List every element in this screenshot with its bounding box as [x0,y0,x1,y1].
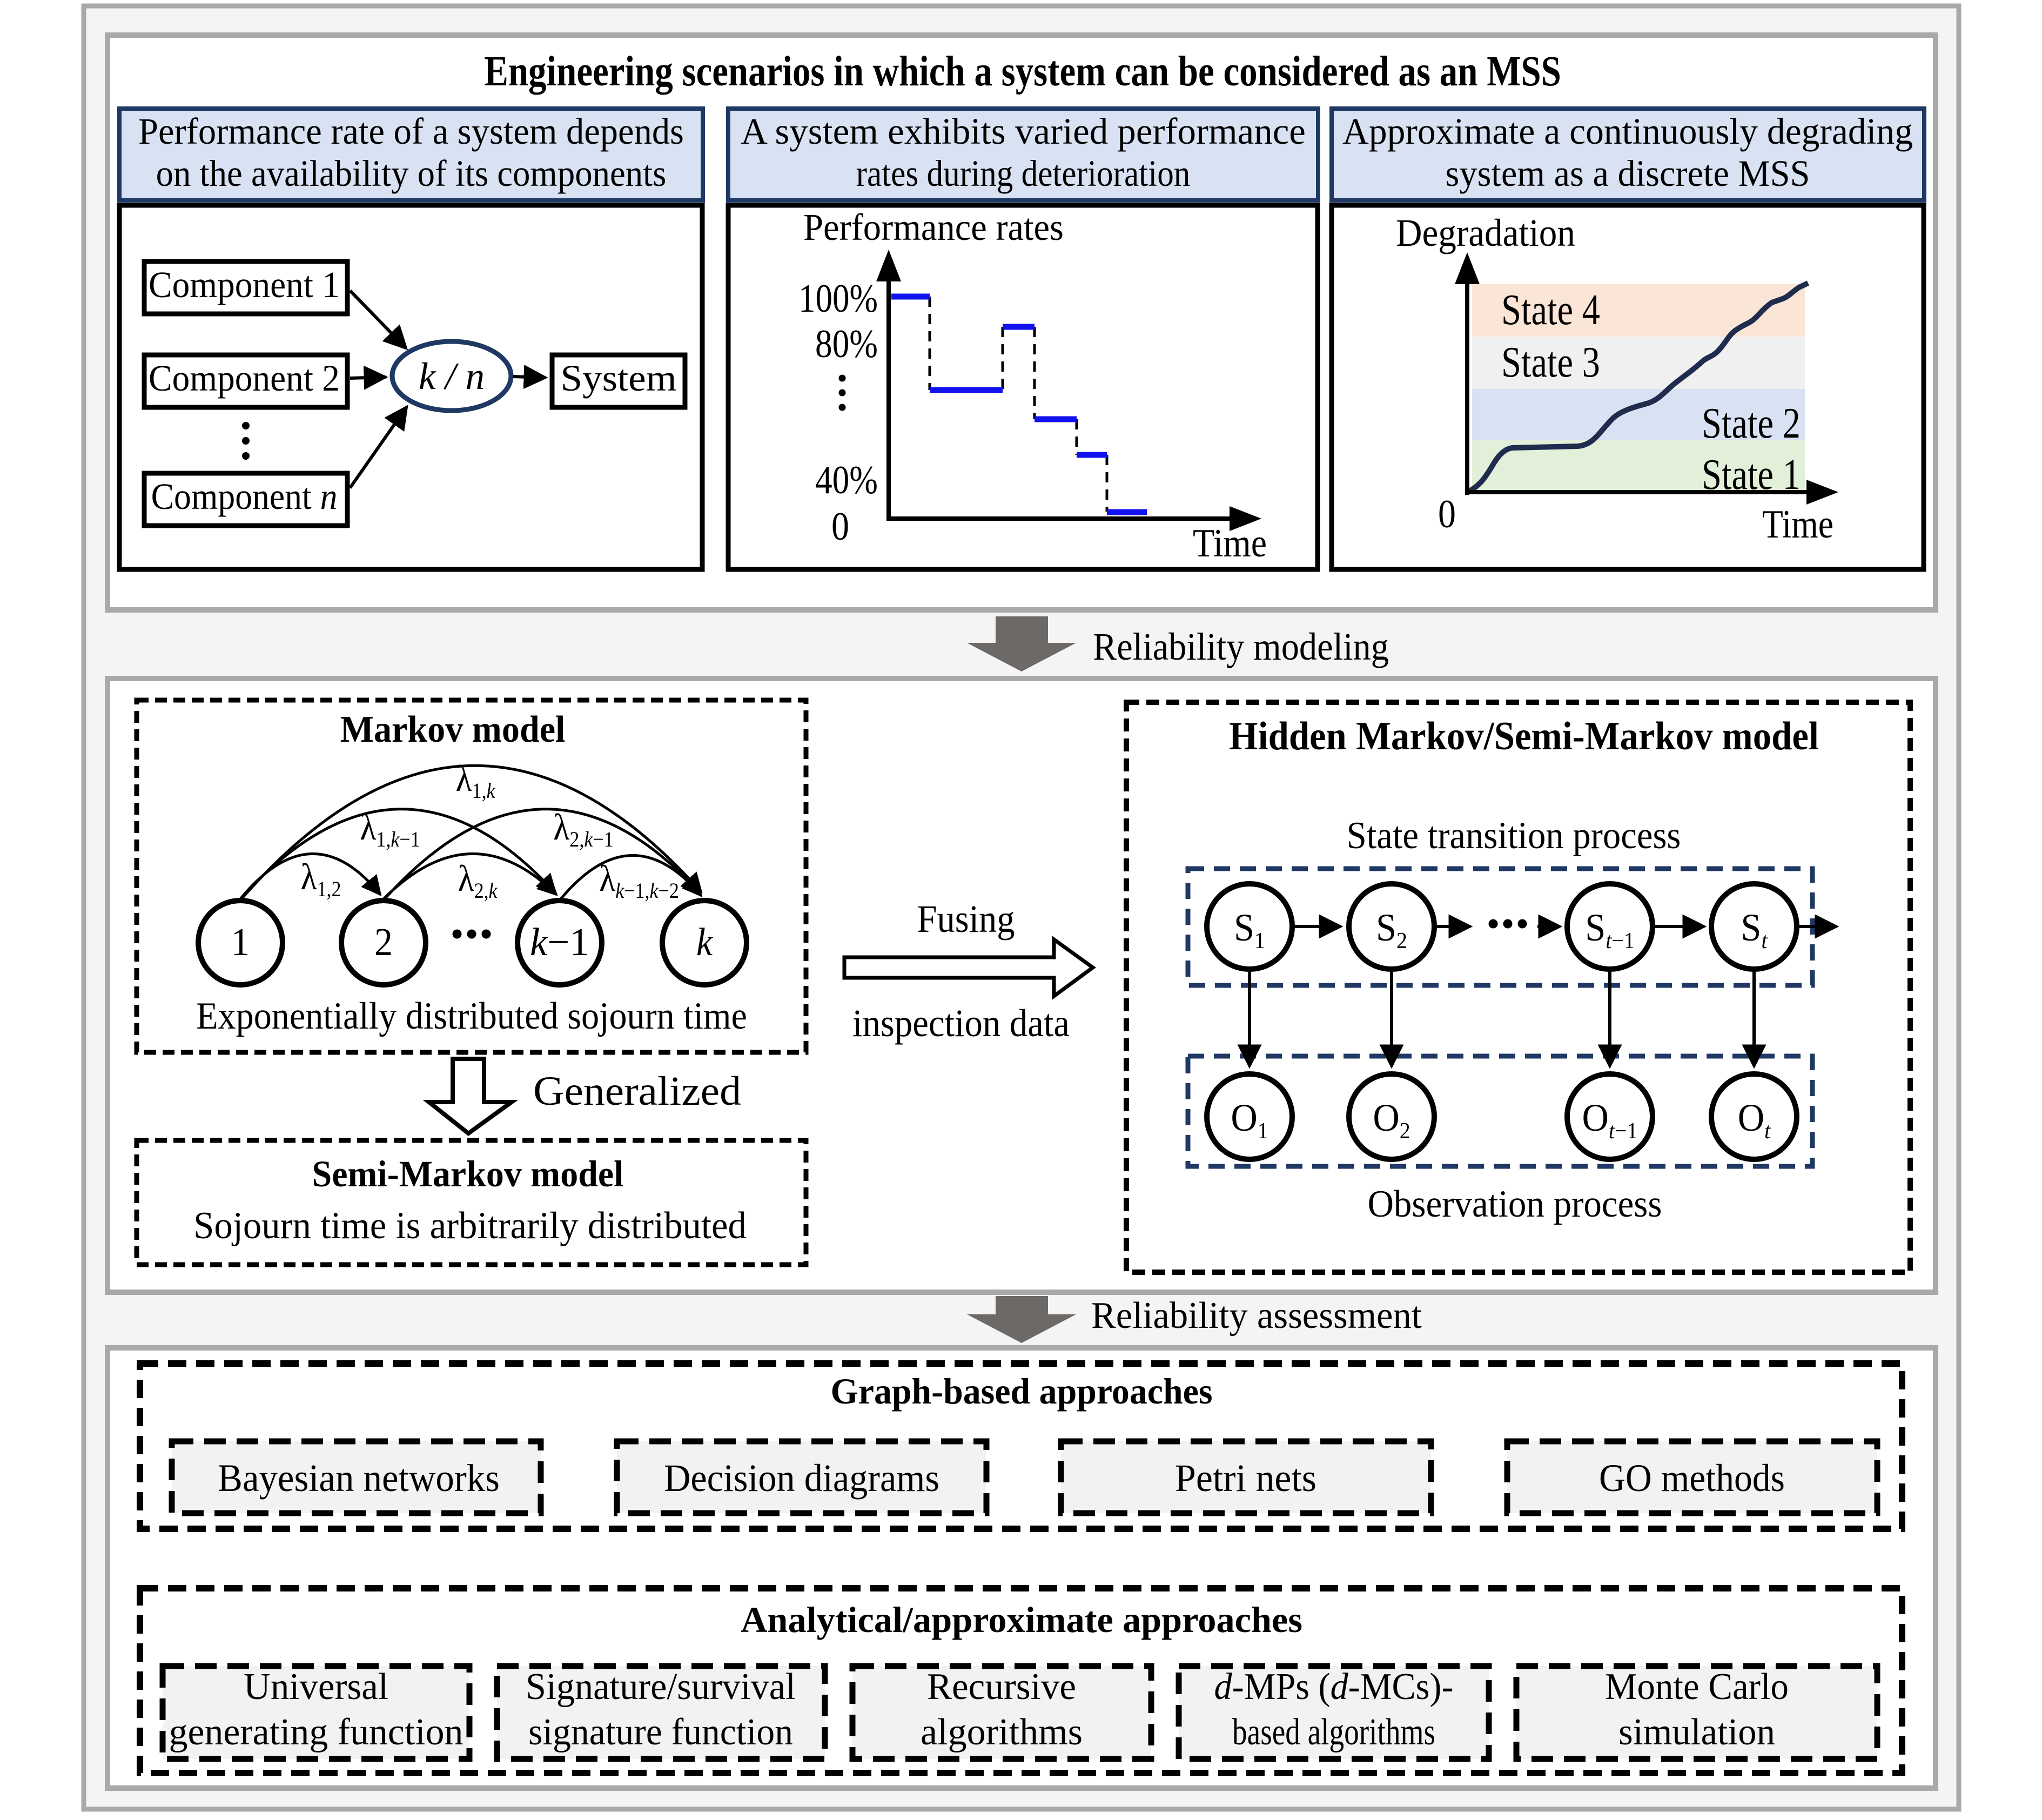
svg-text:inspection data: inspection data [852,1002,1070,1045]
svg-text:State 2: State 2 [1702,399,1801,447]
svg-text:Monte Carlo: Monte Carlo [1605,1665,1789,1708]
svg-text:Component 1: Component 1 [149,264,340,305]
svg-text:Petri nets: Petri nets [1175,1457,1316,1500]
svg-text:simulation: simulation [1618,1710,1775,1752]
svg-text:algorithms: algorithms [921,1711,1083,1753]
svg-text:A system exhibits varied perfo: A system exhibits varied performance [741,111,1306,152]
svg-text:Engineering scenarios in which: Engineering scenarios in which a system … [484,48,1561,95]
svg-text:Markov model: Markov model [340,708,566,750]
svg-text:Generalized: Generalized [533,1069,741,1114]
svg-text:Observation process: Observation process [1368,1183,1662,1225]
svg-text:0: 0 [1438,493,1456,536]
svg-text:O2: O2 [1373,1096,1410,1143]
svg-text:based algorithms: based algorithms [1232,1711,1435,1753]
svg-text:Reliability assessment: Reliability assessment [1091,1294,1422,1336]
svg-text:Universal: Universal [244,1666,388,1708]
svg-text:Semi-Markov model: Semi-Markov model [312,1153,624,1195]
svg-text:System: System [561,358,677,399]
svg-text:k−1: k−1 [530,920,589,964]
svg-text:40%: 40% [815,458,878,502]
svg-text:Component 2: Component 2 [149,357,340,399]
svg-text:Approximate a continuously deg: Approximate a continuously degrading [1342,110,1913,152]
svg-text:State 3: State 3 [1501,338,1600,386]
svg-text:Analytical/approximate approac: Analytical/approximate approaches [741,1599,1302,1640]
svg-text:k / n: k / n [419,355,485,398]
svg-text:Reliability modeling: Reliability modeling [1093,625,1389,668]
svg-text:Time: Time [1193,522,1267,566]
svg-text:Performance rate of a system d: Performance rate of a system depends [138,111,684,152]
svg-text:Degradation: Degradation [1396,212,1575,255]
svg-text:Signature/survival: Signature/survival [526,1665,796,1707]
svg-text:2: 2 [374,921,393,964]
svg-text:Hidden Markov/Semi-Markov mode: Hidden Markov/Semi-Markov model [1229,714,1819,758]
svg-text:d-MPs (d-MCs)-: d-MPs (d-MCs)- [1214,1665,1453,1707]
svg-text:Decision diagrams: Decision diagrams [664,1456,939,1500]
svg-text:80%: 80% [815,321,878,366]
svg-text:St−1: St−1 [1585,906,1635,953]
svg-text:Sojourn time is arbitrarily di: Sojourn time is arbitrarily distributed [193,1205,747,1247]
svg-text:rates during deterioration: rates during deterioration [856,153,1191,194]
svg-text:Bayesian networks: Bayesian networks [218,1457,500,1500]
svg-text:Fusing: Fusing [917,897,1015,941]
svg-text:Exponentially distributed sojo: Exponentially distributed sojourn time [196,995,747,1037]
svg-text:k: k [696,921,714,964]
svg-text:GO methods: GO methods [1599,1457,1785,1500]
svg-text:Component n: Component n [151,476,338,518]
svg-text:system as a discrete MSS: system as a discrete MSS [1446,153,1810,194]
svg-text:Performance rates: Performance rates [803,206,1064,248]
svg-text:Graph-based approaches: Graph-based approaches [831,1371,1213,1412]
svg-text:State transition process: State transition process [1347,814,1681,856]
svg-text:on the availability of its com: on the availability of its components [156,153,667,194]
svg-text:100%: 100% [798,276,878,320]
svg-text:1: 1 [231,921,250,964]
svg-text:Time: Time [1762,502,1833,547]
svg-text:S1: S1 [1234,906,1265,953]
svg-text:Recursive: Recursive [927,1666,1076,1708]
svg-text:signature function: signature function [528,1711,793,1752]
svg-text:0: 0 [831,505,849,549]
svg-text:generating function: generating function [169,1711,464,1753]
svg-text:State 4: State 4 [1501,285,1600,333]
